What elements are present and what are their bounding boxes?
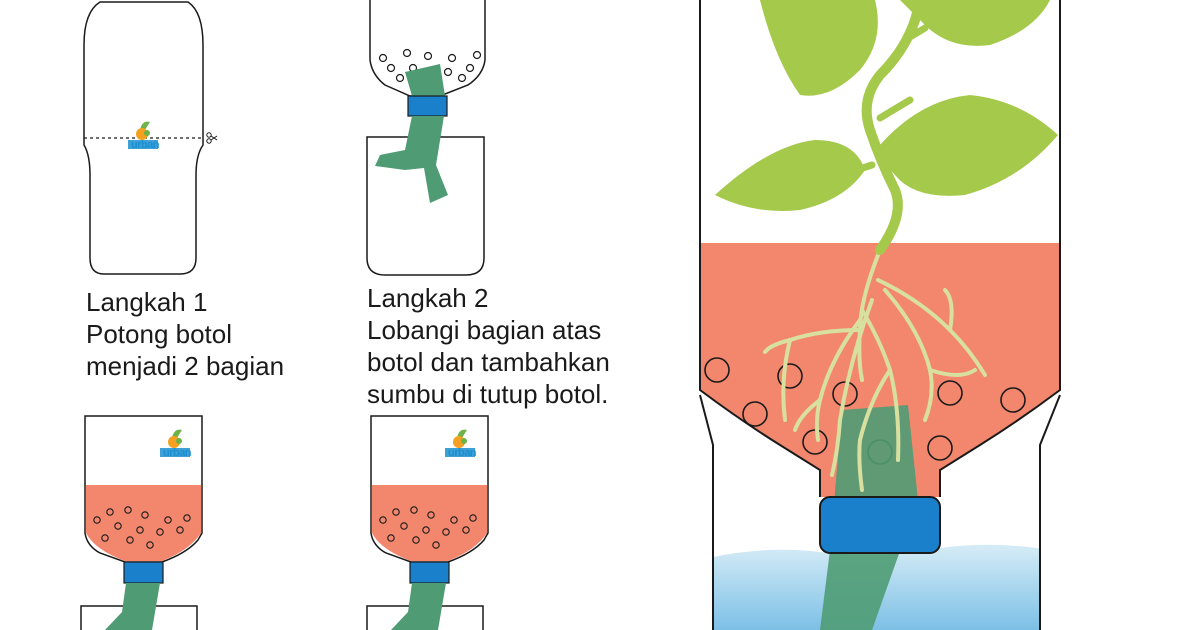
logo-text: urban xyxy=(130,139,160,151)
logo-text: urban xyxy=(162,447,192,459)
plant-stem xyxy=(861,0,925,255)
bottle-cap xyxy=(409,561,450,584)
leaf xyxy=(715,140,865,211)
wick-strip xyxy=(391,583,446,630)
leaf xyxy=(760,0,878,96)
step2-caption: Langkah 2 Lobangi bagian atas botol dan … xyxy=(367,282,610,410)
bottle-cap xyxy=(407,95,448,117)
logo-icon xyxy=(160,429,190,457)
soil-holes xyxy=(379,506,477,549)
step2-line: botol dan tambahkan xyxy=(367,347,610,377)
logo: urban xyxy=(160,428,194,462)
final-bottle xyxy=(699,0,1061,630)
bottle-bottom xyxy=(366,136,485,276)
bottle-cap xyxy=(123,561,164,584)
step1-line: Potong botol xyxy=(86,319,233,349)
wick-strip xyxy=(105,583,160,630)
step2-line: sumbu di tutup botol. xyxy=(367,379,609,409)
logo-text: urban xyxy=(447,447,477,459)
logo: urban xyxy=(128,120,162,154)
soil-holes xyxy=(93,506,191,549)
soil xyxy=(700,243,1060,497)
step1-caption: Langkah 1 Potong botol menjadi 2 bagian xyxy=(86,286,284,382)
leaf xyxy=(900,0,1050,46)
step2-line: Lobangi bagian atas xyxy=(367,315,602,345)
soil xyxy=(372,485,487,561)
soil xyxy=(86,485,201,561)
plant-leaves xyxy=(715,0,1058,211)
air-holes xyxy=(378,48,482,83)
bottle-cap xyxy=(819,496,941,554)
step1-line: menjadi 2 bagian xyxy=(86,351,285,381)
scissors-icon xyxy=(206,132,218,144)
plant-roots xyxy=(763,248,987,492)
lower-bottle-outline xyxy=(699,394,1061,630)
wick-strip xyxy=(375,116,448,203)
leaf xyxy=(880,95,1058,196)
step1-title: Langkah 1 xyxy=(86,287,208,317)
logo-icon xyxy=(445,429,475,457)
upper-bottle-outline xyxy=(699,0,1061,497)
step2-bottle xyxy=(366,0,486,276)
logo-icon xyxy=(128,121,158,149)
wick-top xyxy=(405,64,445,96)
step2-title: Langkah 2 xyxy=(367,283,489,313)
logo: urban xyxy=(445,428,479,462)
